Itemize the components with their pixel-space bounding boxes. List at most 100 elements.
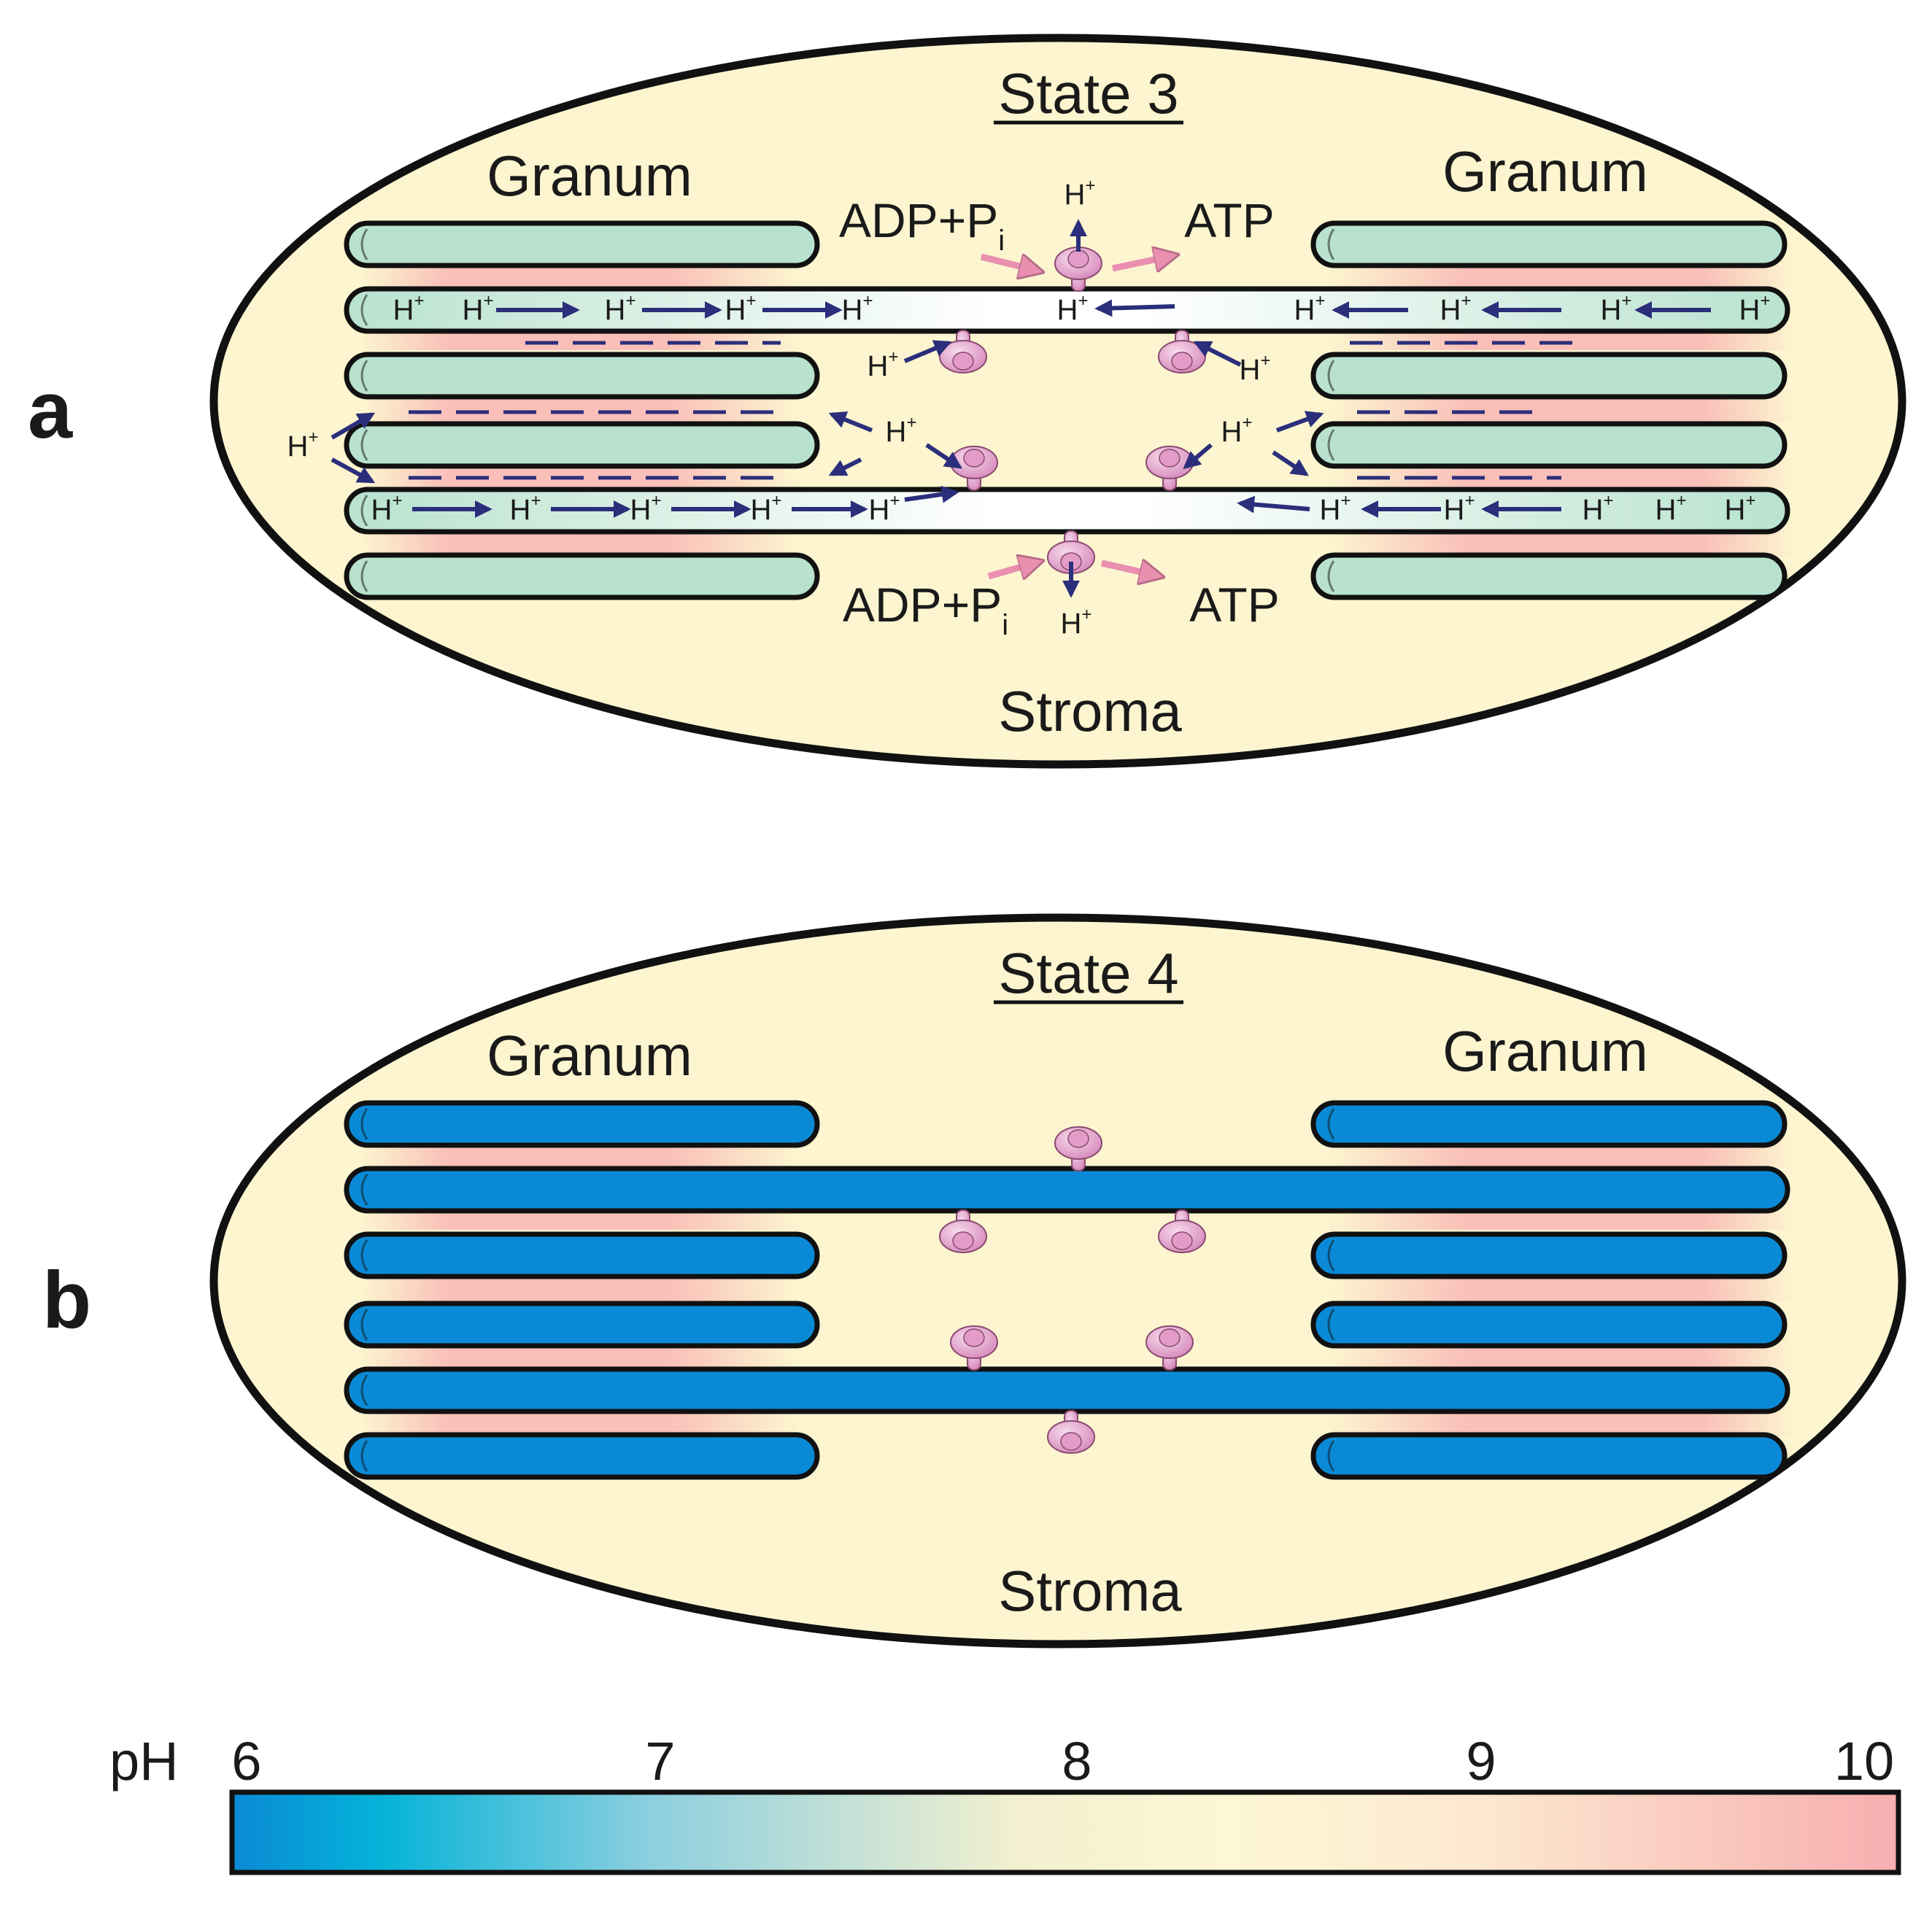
proton-label-sup: + [888,347,898,367]
granal-thylakoid-left-edge [360,228,368,260]
proton-label-sup: + [483,291,493,311]
proton-label: H+ [751,491,782,526]
granal-thylakoid-right-membrane [1310,552,1788,600]
granal-thylakoid-left-edge [360,1108,368,1140]
proton-label-sup: + [1603,491,1613,511]
stroma-proton-arrow [903,340,952,363]
stroma-lamella-upper [344,286,1790,334]
stroma-lamella-lower-membrane [344,1366,1790,1414]
synthase-to-atp-arrow [1112,255,1175,268]
atp-synthase-knob [1060,1432,1082,1451]
proton-label-sup: + [1081,605,1091,624]
proton-label-sup: + [1078,291,1088,311]
atp-synthase-knob [1067,249,1089,268]
atp-synthase [1054,1126,1102,1171]
granal-thylakoid-left [344,421,820,469]
granal-thylakoid-right-membrane [1310,1432,1788,1480]
granal-thylakoid-right [1310,1231,1788,1279]
proton-label-sup: + [1085,176,1095,195]
granal-thylakoid-right-membrane [1310,1301,1788,1349]
granum-label-right: Granum [1442,139,1648,204]
proton-label-sup: + [625,291,635,311]
stroma-proton-arrow [925,443,962,469]
granal-thylakoid-left-membrane [344,1301,820,1349]
proton-label-sup: + [906,413,916,433]
granal-thylakoid-right-membrane [1310,220,1788,268]
atp-synthase-knob [952,1231,974,1250]
atp-synthase-knob [963,449,985,468]
atp-synthase [939,1209,987,1253]
adp-pi-label-top-subscript: i [998,225,1005,257]
granal-thylakoid-right [1310,1301,1788,1349]
lumen-proton-arrow [1094,299,1175,317]
proton-label-sup: + [862,291,873,311]
ph-tick-9: 9 [1466,1731,1496,1791]
proton-label: H+ [1444,491,1475,526]
proton-label-sup: + [746,291,756,311]
ph-tick-10: 10 [1834,1731,1894,1791]
atp-synthase [950,1325,998,1371]
ph-tick-8: 8 [1062,1731,1091,1791]
granal-thylakoid-right [1310,1100,1788,1148]
state-title: State 4 [998,941,1178,1005]
granal-thylakoid-right-membrane [1310,352,1788,400]
proton-label-sup: + [651,491,661,511]
stroma-proton-arrow [1272,450,1309,476]
stroma-label: Stroma [998,1559,1182,1623]
state-title: State 3 [998,61,1178,125]
granal-thylakoid-left-membrane [344,1432,820,1480]
granal-thylakoid-right-edge [1327,429,1335,461]
atp-synthase [1158,1209,1206,1253]
granal-thylakoid-right-membrane [1310,421,1788,469]
stroma-proton-arrow [1193,341,1242,367]
atp-synthase-knob [1171,1231,1193,1250]
atp-synthase-knob [1159,1328,1181,1347]
stroma-proton-arrow [1275,411,1324,433]
proton-label-sup: + [771,491,781,511]
proton-label-sup: + [1315,291,1325,311]
granal-thylakoid-right-membrane [1310,1231,1788,1279]
atp-synthase [950,446,998,491]
adp-pi-label-top: ADP+Pi [839,193,1005,257]
stroma-lamella-upper [344,1166,1790,1214]
synthase-to-atp-arrow [1101,563,1160,576]
proton-label-sup: + [1461,291,1471,311]
stroma-proton-arrow [828,411,873,433]
ph-tick-7: 7 [645,1731,675,1791]
granal-thylakoid-right-edge [1327,1440,1335,1472]
proton-label-sup: + [1260,351,1270,371]
granal-thylakoid-left [344,1231,820,1279]
stroma-lamella-upper-edge [360,1174,368,1206]
ph-color-scale: pH 6 7 8 9 10 [109,1731,1901,1875]
proton-label-sup: + [308,427,318,447]
proton-label-sup: + [530,491,541,511]
stroma-lamella-lower-edge [360,1374,368,1406]
proton-label-sup: + [1242,413,1252,433]
proton-label: H+ [1221,413,1253,448]
granal-thylakoid-right-edge [1327,1309,1335,1341]
atp-label-bottom: ATP [1189,578,1279,632]
stroma-label: Stroma [998,679,1182,743]
ph-scale-bar [229,1789,1901,1875]
stroma-lamella-lower [344,1366,1790,1414]
granal-thylakoid-left [344,352,820,400]
proton-label-sup: + [392,491,402,511]
stroma-proton-arrow [1183,443,1213,470]
granal-thylakoid-left [344,552,820,600]
granal-thylakoid-left-membrane [344,220,820,268]
granal-thylakoid-left-membrane [344,352,820,400]
granum-label-right: Granum [1442,1019,1648,1083]
stroma-proton-arrow [828,457,862,476]
atp-synthase [1145,1325,1194,1371]
granal-thylakoid-left [344,1100,820,1148]
panel-letter-a: a [28,365,73,455]
granal-thylakoid-right [1310,552,1788,600]
proton-label: H+ [1440,291,1472,326]
atp-synthase-knob [1171,352,1193,371]
proton-label-sup: + [1676,491,1686,511]
stroma-proton-arrow [331,412,376,440]
atp-synthase-knob [952,352,974,371]
stroma-lamella-upper-membrane [344,286,1790,334]
